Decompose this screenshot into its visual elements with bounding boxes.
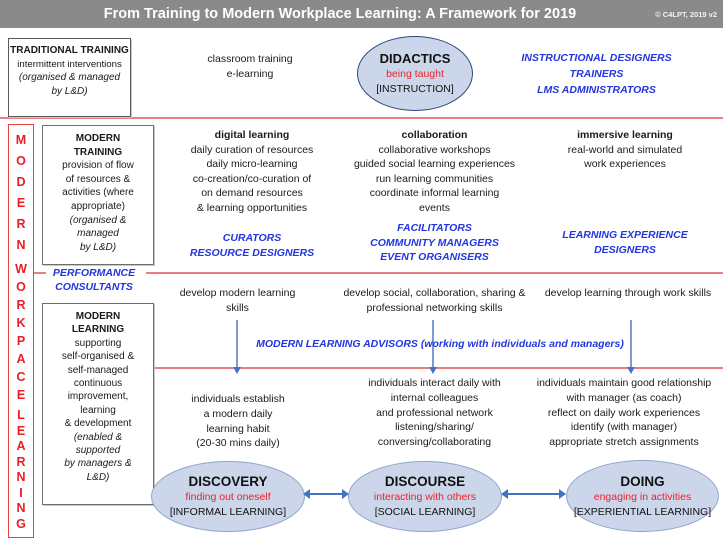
down-arrow-3	[626, 320, 635, 374]
discovery-bracket: [INFORMAL LEARNING]	[169, 506, 287, 518]
didactics-bracket: [INSTRUCTION]	[376, 83, 454, 95]
page-title: From Training to Modern Workplace Learni…	[103, 6, 577, 22]
down-arrow-1	[232, 320, 241, 374]
discourse-title: DISCOURSE	[384, 474, 466, 489]
discovery-sub: finding out oneself	[185, 491, 271, 503]
digital-learning-column: digital learning daily curation of resou…	[158, 128, 346, 216]
modern-learning-advisors-label: MODERN LEARNING ADVISORS (working with i…	[256, 338, 624, 350]
header-bar: From Training to Modern Workplace Learni…	[0, 0, 723, 28]
develop-skills-2: develop social, collaboration, sharing &…	[343, 287, 526, 314]
traditional-training-body: intermittent interventions	[17, 58, 122, 70]
doing-ellipse: DOING engaging in activities [EXPERIENTI…	[566, 460, 719, 532]
copyright: © C4LPT, 2019 v2	[655, 10, 717, 19]
doing-bracket: [EXPERIENTIAL LEARNING]	[573, 505, 712, 518]
double-arrow-discovery-discourse	[303, 489, 349, 499]
divider-top	[0, 117, 723, 119]
immersive-learning-column: immersive learning real-world and simula…	[527, 128, 723, 172]
immersive-learning-heading: immersive learning	[577, 129, 673, 141]
down-arrow-2	[428, 320, 437, 374]
traditional-training-box: TRADITIONAL TRAINING intermittent interv…	[8, 38, 131, 117]
doing-sub: engaging in activities	[593, 490, 692, 503]
collaboration-heading: collaboration	[401, 129, 468, 141]
didactics-title: DIDACTICS	[379, 51, 451, 66]
double-arrow-discourse-doing	[501, 489, 566, 499]
divider-mid-dash	[33, 272, 46, 274]
divider-mid	[146, 272, 723, 274]
discovery-title: DISCOVERY	[188, 474, 268, 489]
traditional-training-title: TRADITIONAL TRAINING	[10, 45, 129, 56]
develop-skills-1: develop modern learning skills	[179, 287, 296, 314]
digital-learning-heading: digital learning	[214, 129, 290, 141]
doing-title: DOING	[620, 473, 665, 489]
discourse-ellipse: DISCOURSE interacting with others [SOCIA…	[348, 461, 502, 532]
didactics-sub: being taught	[386, 68, 444, 80]
develop-skills-3: develop learning through work skills	[544, 287, 712, 299]
discourse-bracket: [SOCIAL LEARNING]	[374, 506, 476, 518]
discovery-ellipse: DISCOVERY finding out oneself [INFORMAL …	[151, 461, 305, 532]
didactics-ellipse: DIDACTICS being taught [INSTRUCTION]	[357, 36, 473, 111]
discourse-sub: interacting with others	[373, 491, 477, 503]
divider-lower	[154, 367, 723, 369]
